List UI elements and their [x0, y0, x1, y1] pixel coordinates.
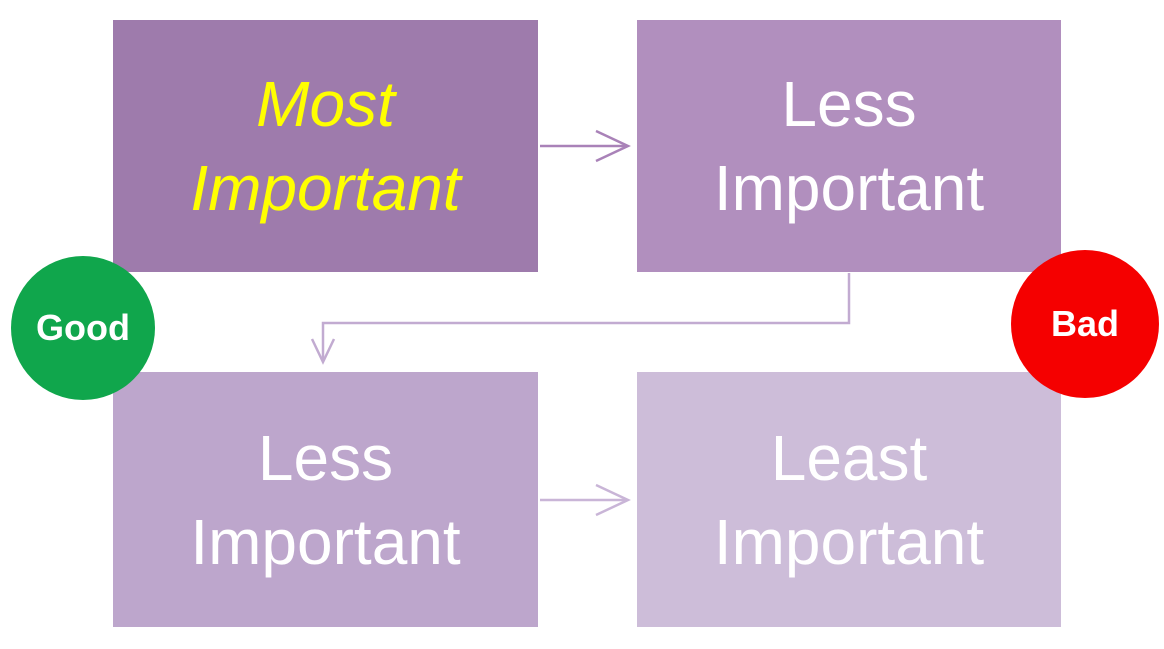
good-badge-label: Good: [36, 307, 130, 348]
bad-badge-label: Bad: [1050, 303, 1119, 344]
box-most-important-line1: Most: [256, 68, 395, 140]
box-less-important-bottom-line1: Less: [257, 421, 394, 494]
box-less-important-bottom: Less Important: [113, 372, 538, 627]
elbow-arrow-less-to-less-icon: [310, 273, 851, 365]
box-less-important-top-line1: Less: [781, 68, 917, 140]
good-badge: Good: [11, 256, 155, 400]
box-less-important-top: Less Important: [637, 20, 1061, 272]
arrow-most-to-less-icon: [540, 129, 631, 163]
box-most-important: Most Important: [113, 20, 538, 272]
arrow-less-to-least-icon: [540, 483, 631, 517]
box-less-important-bottom-line2: Important: [190, 505, 461, 578]
box-less-important-top-line2: Important: [713, 152, 985, 224]
box-least-important-line2: Important: [713, 505, 985, 578]
bad-badge: Bad: [1011, 250, 1159, 398]
box-least-important-line1: Least: [770, 421, 928, 494]
box-most-important-line2: Important: [190, 152, 461, 224]
box-least-important: Least Important: [637, 372, 1061, 627]
